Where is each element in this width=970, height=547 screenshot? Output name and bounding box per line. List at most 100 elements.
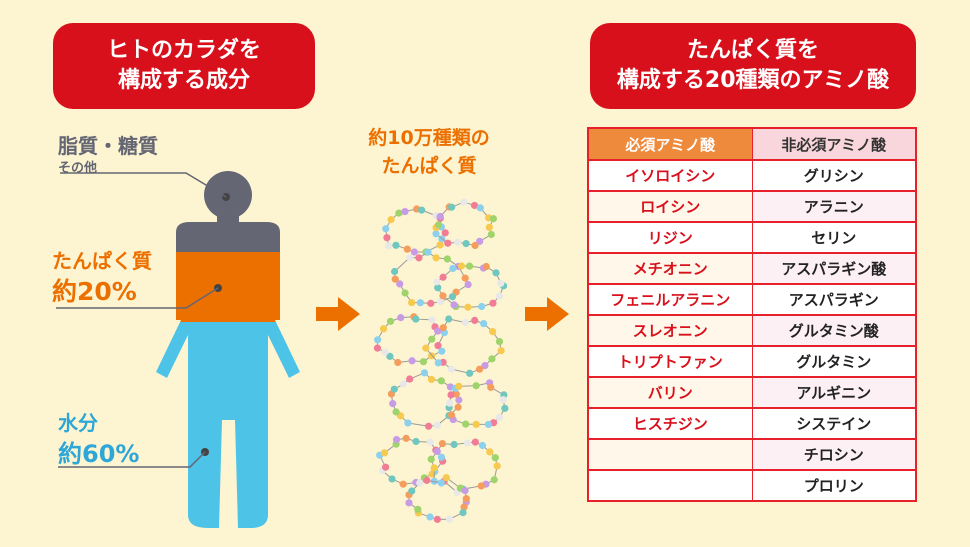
amino-acid-bead	[403, 245, 411, 253]
amino-acid-bead	[434, 342, 442, 350]
amino-acid-bead	[436, 241, 444, 249]
amino-acid-bead	[462, 239, 470, 248]
amino-acid-bead	[490, 476, 498, 484]
amino-acid-bead	[489, 327, 497, 336]
amino-acid-bead	[420, 369, 429, 377]
amino-acid-bead	[495, 292, 504, 300]
non-essential-amino-acid: グリシン	[752, 160, 917, 191]
amino-acid-bead	[392, 435, 401, 444]
essential-header: 必須アミノ酸	[587, 128, 753, 160]
amino-acid-bead	[418, 206, 426, 214]
amino-acid-bead	[480, 320, 488, 328]
table-row: リジンセリン	[587, 222, 917, 253]
amino-acid-bead	[408, 487, 416, 495]
amino-acid-bead	[439, 324, 447, 332]
amino-acid-bead	[436, 212, 444, 221]
amino-acid-bead	[408, 357, 416, 365]
protein-percent: 約20%	[52, 277, 137, 306]
amino-acid-bead	[447, 411, 456, 419]
amino-acid-bead	[427, 455, 435, 463]
amino-acid-bead	[397, 314, 405, 322]
right-title-line2: 構成する20種類のアミノ酸	[616, 68, 890, 93]
amino-acid-bead	[437, 479, 445, 487]
left-title-line1: ヒトのカラダを	[106, 38, 261, 64]
amino-acid-bead	[471, 438, 479, 446]
amino-acid-bead	[433, 278, 441, 286]
amino-acid-bead	[391, 275, 399, 283]
amino-acid-bead	[478, 302, 486, 311]
amino-acid-bead	[464, 280, 472, 289]
amino-acid-bead	[401, 207, 409, 216]
amino-acid-bead	[450, 301, 458, 309]
amino-acid-bead	[486, 448, 494, 456]
amino-acid-chain-illustration	[373, 198, 509, 523]
amino-acid-bead	[497, 279, 505, 287]
amino-acid-bead	[493, 462, 501, 470]
non-essential-amino-acid: セリン	[752, 222, 917, 253]
amino-acid-bead	[499, 396, 507, 404]
amino-acid-bead	[430, 464, 438, 472]
amino-acid-bead	[424, 422, 433, 430]
essential-amino-acid	[587, 470, 753, 501]
amino-acid-bead	[433, 447, 441, 456]
amino-acid-bead	[438, 439, 447, 448]
amino-acid-bead	[396, 280, 404, 288]
amino-acid-bead	[441, 229, 449, 237]
amino-acid-bead	[381, 348, 389, 356]
body-components-title: ヒトのカラダを 構成する成分	[53, 23, 315, 109]
amino-acid-bead	[432, 254, 440, 262]
amino-acid-bead	[390, 385, 398, 393]
amino-acid-bead	[445, 315, 453, 323]
amino-acid-bead	[426, 513, 434, 521]
amino-acid-bead	[471, 241, 479, 250]
table-row: プロリン	[587, 470, 917, 501]
essential-amino-acid: メチオニン	[587, 253, 753, 284]
amino-acid-bead	[438, 347, 446, 355]
amino-acid-bead	[392, 241, 400, 249]
amino-acid-bead	[428, 316, 436, 324]
essential-amino-acid: ロイシン	[587, 191, 753, 222]
amino-acid-bead	[444, 239, 452, 247]
essential-amino-acid: イソロイシン	[587, 160, 753, 191]
non-essential-amino-acid: プロリン	[752, 470, 917, 501]
amino-acid-bead	[392, 408, 400, 416]
amino-acid-bead	[489, 215, 497, 223]
amino-acid-bead	[402, 434, 410, 442]
amino-acid-bead	[391, 267, 399, 276]
amino-acid-bead	[386, 352, 394, 360]
amino-acid-bead	[416, 299, 425, 307]
essential-amino-acid: バリン	[587, 377, 753, 408]
amino-acid-bead	[381, 463, 390, 471]
table-row: メチオニンアスパラギン酸	[587, 253, 917, 284]
amino-acid-bead	[443, 255, 451, 263]
non-essential-amino-acid: アルギニン	[752, 377, 917, 408]
amino-acid-bead	[482, 262, 490, 271]
essential-amino-acid: フェニルアラニン	[587, 284, 753, 315]
amino-acid-bead	[501, 404, 509, 412]
non-essential-amino-acid: システイン	[752, 408, 917, 439]
amino-acid-table: 必須アミノ酸 非必須アミノ酸 イソロイシングリシンロイシンアラニンリジンセリンメ…	[587, 127, 917, 502]
essential-amino-acid: トリプトファン	[587, 346, 753, 377]
protein-types-label: 約10万種類の たんぱく質	[354, 125, 504, 180]
amino-acid-bead	[445, 399, 454, 407]
left-title-line2: 構成する成分	[117, 68, 250, 93]
water-percent: 約60%	[58, 440, 140, 468]
amino-acid-bead	[460, 198, 468, 206]
amino-acid-bead	[434, 221, 443, 229]
non-essential-amino-acid: アスパラギン酸	[752, 253, 917, 284]
amino-acid-bead	[497, 347, 505, 355]
amino-acid-bead	[404, 419, 412, 427]
right-arrow-icon	[316, 297, 360, 331]
amino-acid-bead	[477, 482, 485, 490]
essential-amino-acid: スレオニン	[587, 315, 753, 346]
amino-acid-bead	[386, 317, 395, 325]
amino-acid-bead	[426, 438, 434, 446]
amino-acid-bead	[432, 230, 440, 238]
amino-acid-bead	[405, 499, 413, 507]
amino-acid-bead	[455, 396, 463, 404]
non-essential-amino-acid: グルタミン	[752, 346, 917, 377]
amino-acid-bead	[487, 230, 495, 239]
amino-acid-bead	[433, 421, 441, 429]
amino-acid-bead	[416, 479, 424, 487]
table-row: スレオニングルタミン酸	[587, 315, 917, 346]
